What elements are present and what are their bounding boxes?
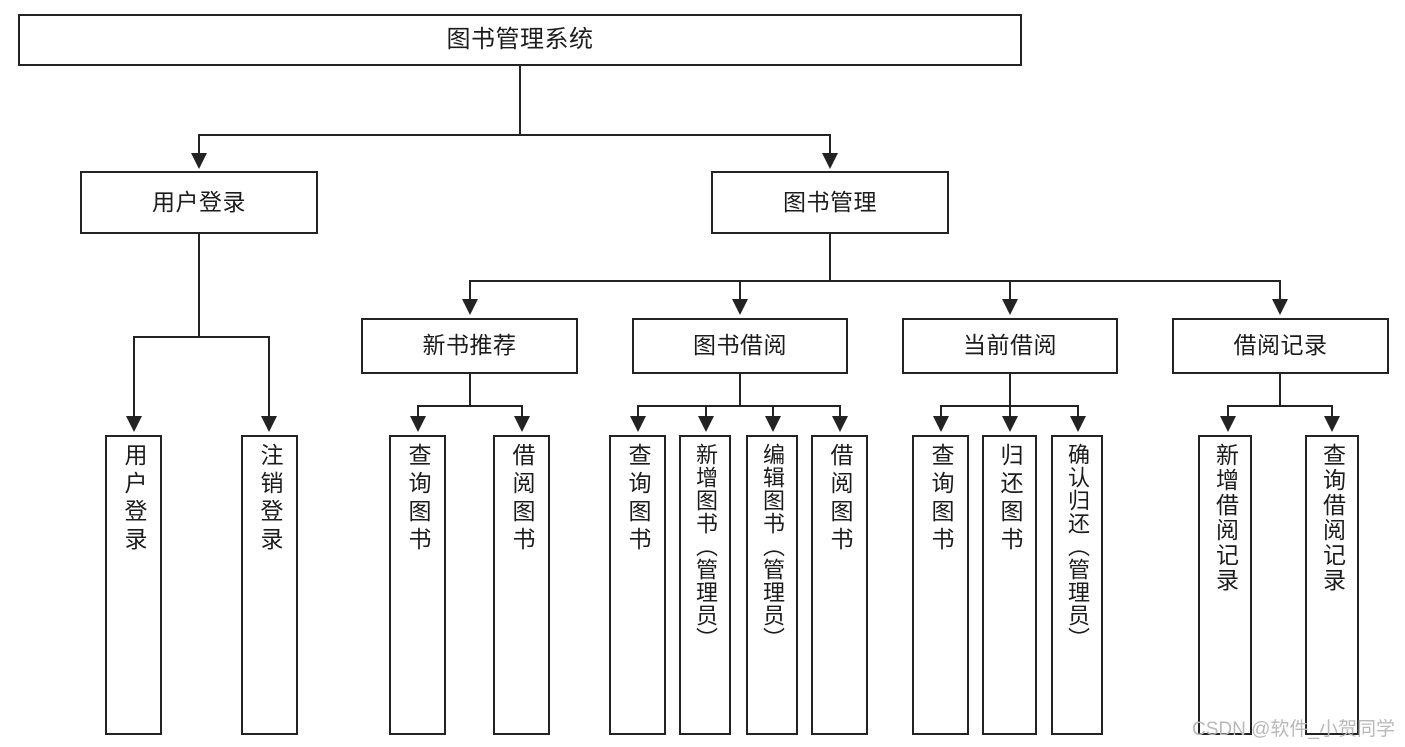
- arrowhead-leaf-user-login: [126, 416, 142, 432]
- connector-root-stem: [519, 66, 521, 135]
- node-current-borrow[interactable]: 当前借阅: [902, 318, 1118, 374]
- connector-borrow-records-to-leaf-2: [1331, 405, 1333, 419]
- node-new-book-recommend[interactable]: 新书推荐: [361, 318, 578, 374]
- connector-current-borrow-to-leaf-3: [1077, 405, 1079, 419]
- arrowhead-edit-book: [765, 416, 781, 432]
- connector-book-mgmt-to-current-borrow: [1009, 280, 1011, 302]
- node-label: 借阅记录: [1233, 332, 1328, 359]
- arrowhead-leaf-logout: [261, 416, 277, 432]
- node-label: 图书管理: [783, 188, 877, 215]
- connector-book-borrow-to-leaf-1: [637, 405, 639, 419]
- node-book-management[interactable]: 图书管理: [711, 171, 949, 234]
- node-label: 归还图书: [997, 443, 1023, 555]
- arrowhead-query-book-a: [410, 416, 426, 432]
- connector-book-borrow-bus: [637, 405, 840, 407]
- arrowhead-current-borrow: [1002, 299, 1018, 315]
- connector-current-borrow-to-leaf-1: [940, 405, 942, 419]
- connector-current-borrow-to-leaf-2: [1009, 405, 1011, 419]
- connector-root-bus: [198, 134, 830, 136]
- connector-book-mgmt-bus: [469, 280, 1281, 282]
- node-borrow-records[interactable]: 借阅记录: [1172, 318, 1389, 374]
- arrowhead-book-mgmt: [822, 153, 838, 169]
- node-book-borrow[interactable]: 图书借阅: [632, 318, 848, 374]
- connector-new-book-bus: [417, 405, 523, 407]
- connector-borrow-records-stem: [1279, 374, 1281, 406]
- arrowhead-user-login: [191, 153, 207, 169]
- connector-new-book-to-leaf-1: [417, 405, 419, 419]
- connector-borrow-records-to-leaf-1: [1227, 405, 1229, 419]
- connector-book-borrow-to-leaf-4: [839, 405, 841, 419]
- connector-new-book-stem: [469, 374, 471, 406]
- leaf-borrow-book[interactable]: 借阅图书: [811, 435, 868, 735]
- node-label: 查询图书: [928, 443, 954, 555]
- node-label: 图书借阅: [693, 332, 787, 359]
- leaf-logout[interactable]: 注销登录: [241, 435, 298, 735]
- node-label: 注销登录: [257, 443, 283, 555]
- leaf-add-book-admin[interactable]: 新增图书（管理员）: [679, 435, 731, 735]
- arrowhead-return-book: [1002, 416, 1018, 432]
- node-label: 借阅图书: [509, 443, 535, 555]
- node-label: 借阅图书: [827, 443, 853, 555]
- arrowhead-query-book-b: [630, 416, 646, 432]
- node-label: 图书管理系统: [446, 25, 594, 53]
- connector-book-borrow-to-leaf-2: [705, 405, 707, 419]
- leaf-borrow-book-recommend[interactable]: 借阅图书: [493, 435, 550, 735]
- connector-root-to-user-login: [198, 134, 200, 156]
- arrowhead-add-borrow-record: [1220, 416, 1236, 432]
- leaf-query-book-recommend[interactable]: 查询图书: [389, 435, 446, 735]
- node-label: 新增借阅记录: [1212, 443, 1239, 593]
- node-label: 新书推荐: [422, 332, 517, 359]
- node-label: 查询借阅记录: [1319, 443, 1346, 593]
- connector-book-borrow-stem: [739, 374, 741, 406]
- connector-user-login-to-leaf-2: [268, 336, 270, 419]
- connector-root-to-book-mgmt: [829, 134, 831, 156]
- node-label: 用户登录: [121, 443, 147, 555]
- node-label: 确认归还（管理员）: [1065, 443, 1090, 650]
- arrowhead-borrow-book-b: [832, 416, 848, 432]
- connector-book-mgmt-to-borrow-records: [1279, 280, 1281, 302]
- node-label: 查询图书: [625, 443, 651, 555]
- connector-user-login-stem: [198, 234, 200, 337]
- leaf-query-book-borrow[interactable]: 查询图书: [609, 435, 666, 735]
- connector-user-login-to-leaf-1: [133, 336, 135, 419]
- connector-borrow-records-bus: [1227, 405, 1333, 407]
- arrowhead-borrow-records: [1272, 299, 1288, 315]
- node-label: 编辑图书（管理员）: [760, 443, 785, 650]
- arrowhead-borrow-book-a: [514, 416, 530, 432]
- arrowhead-confirm-return: [1070, 416, 1086, 432]
- leaf-edit-book-admin[interactable]: 编辑图书（管理员）: [746, 435, 798, 735]
- node-label: 新增图书（管理员）: [693, 443, 718, 650]
- arrowhead-query-borrow-record: [1324, 416, 1340, 432]
- arrowhead-book-borrow: [732, 299, 748, 315]
- connector-book-mgmt-stem: [829, 234, 831, 281]
- arrowhead-new-book-recommend: [462, 299, 478, 315]
- node-root-library-system[interactable]: 图书管理系统: [18, 14, 1022, 66]
- connector-current-borrow-stem: [1009, 374, 1011, 406]
- node-user-login[interactable]: 用户登录: [80, 171, 318, 234]
- connector-book-borrow-to-leaf-3: [772, 405, 774, 419]
- leaf-confirm-return-admin[interactable]: 确认归还（管理员）: [1051, 435, 1103, 735]
- connector-new-book-to-leaf-2: [521, 405, 523, 419]
- connector-user-login-bus: [133, 336, 270, 338]
- leaf-return-book[interactable]: 归还图书: [982, 435, 1037, 735]
- leaf-user-login[interactable]: 用户登录: [105, 435, 162, 735]
- leaf-add-borrow-record[interactable]: 新增借阅记录: [1198, 435, 1252, 735]
- node-label: 用户登录: [152, 188, 246, 215]
- leaf-query-book-current[interactable]: 查询图书: [912, 435, 969, 735]
- node-label: 当前借阅: [963, 332, 1057, 359]
- connector-book-mgmt-to-new-book: [469, 280, 471, 302]
- node-label: 查询图书: [405, 443, 431, 555]
- leaf-query-borrow-record[interactable]: 查询借阅记录: [1305, 435, 1359, 735]
- arrowhead-add-book: [698, 416, 714, 432]
- connector-book-mgmt-to-book-borrow: [739, 280, 741, 302]
- arrowhead-query-book-c: [933, 416, 949, 432]
